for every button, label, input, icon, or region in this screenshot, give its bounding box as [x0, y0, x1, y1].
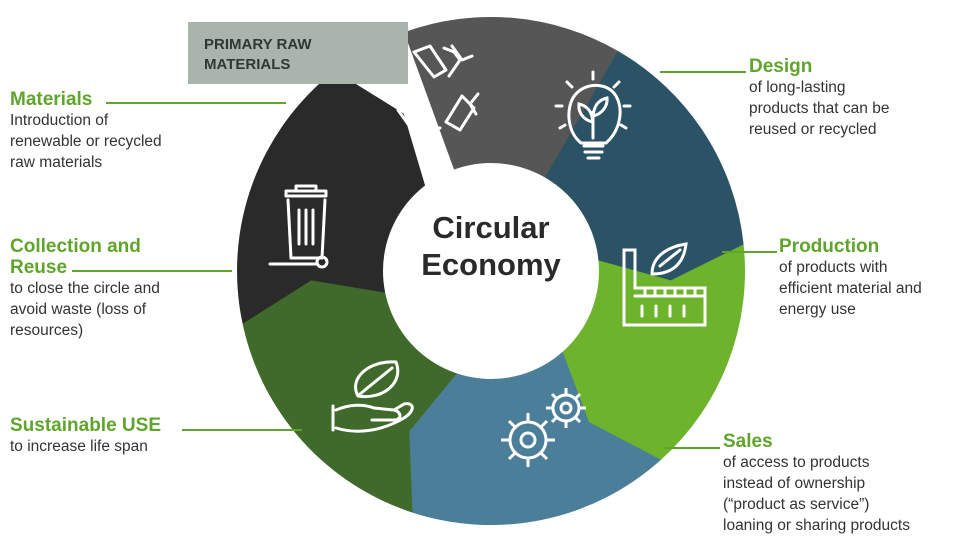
factory-leaf-icon	[622, 242, 707, 327]
materials-leader-line	[106, 102, 286, 104]
production-description: of products with efficient material and …	[779, 259, 922, 318]
center-title: Circular Economy	[421, 210, 561, 282]
segment-production	[561, 244, 746, 460]
center-circle	[383, 163, 599, 379]
design-title: Design	[749, 56, 813, 77]
design-leader-line	[660, 71, 746, 73]
stage-materials: Materials Introduction of renewable or r…	[10, 89, 162, 173]
wheelie-bin-icon	[268, 184, 329, 269]
materials-title: Materials	[10, 89, 93, 110]
gears-icon	[501, 388, 586, 467]
production-title: Production	[779, 236, 880, 257]
recycle-icon	[388, 44, 480, 132]
production-leader-line	[722, 251, 777, 253]
sustainable-use-leader-line	[182, 429, 302, 431]
stage-design: Design of long-lasting products that can…	[749, 56, 889, 140]
collection-reuse-leader-line	[72, 270, 232, 272]
primary-raw-materials-box: PRIMARY RAW MATERIALS	[188, 22, 408, 84]
collection-reuse-title: Collection and Reuse	[10, 236, 141, 278]
sales-title: Sales	[723, 431, 773, 452]
sales-leader-line	[663, 447, 720, 449]
stage-production: Production of products with efficient ma…	[779, 236, 922, 320]
collection-reuse-description: to close the circle and avoid waste (los…	[10, 280, 160, 339]
sales-description: of access to products instead of ownersh…	[723, 454, 910, 534]
hand-leaf-icon	[331, 360, 414, 433]
sustainable-use-title: Sustainable USE	[10, 415, 161, 436]
segment-sustainable-use	[242, 280, 459, 513]
lightbulb-leaf-icon	[554, 70, 632, 160]
stage-sustainable-use: Sustainable USE to increase life span	[10, 415, 161, 457]
sustainable-use-description: to increase life span	[10, 438, 148, 455]
materials-description: Introduction of renewable or recycled ra…	[10, 112, 162, 171]
stage-collection-reuse: Collection and Reuse to close the circle…	[10, 236, 160, 341]
design-description: of long-lasting products that can be reu…	[749, 79, 890, 138]
stage-sales: Sales of access to products instead of o…	[723, 431, 910, 536]
primary-raw-materials-label: PRIMARY RAW MATERIALS	[204, 36, 312, 73]
segment-collection-reuse	[237, 70, 426, 324]
